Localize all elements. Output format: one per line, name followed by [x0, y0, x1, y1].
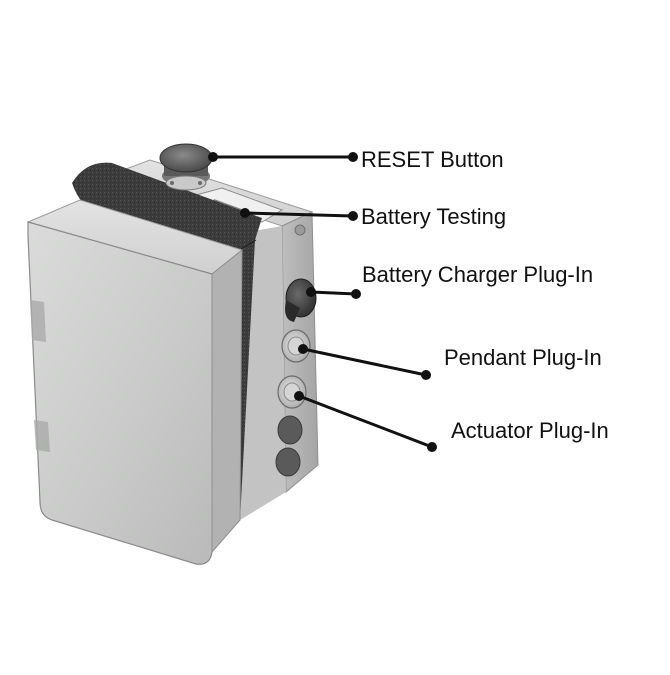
leader-line-battery-testing — [244, 211, 354, 218]
callout-label-pendant: Pendant Plug-In — [444, 345, 602, 370]
leader-dot-pendant-start — [298, 344, 308, 354]
leader-dot-battery-testing-start — [240, 208, 250, 218]
leader-dot-charger-end — [351, 289, 361, 299]
leader-dot-pendant-end — [421, 370, 431, 380]
reset-button-graphic — [159, 143, 213, 191]
screw-graphic — [294, 224, 306, 236]
leader-line-actuator — [298, 394, 433, 449]
front-housing — [26, 199, 244, 565]
leader-lines — [208, 152, 437, 452]
callout-label-reset: RESET Button — [361, 147, 504, 172]
leader-line-charger — [310, 290, 357, 296]
leader-line-pendant — [302, 347, 427, 377]
leader-dot-reset-start — [208, 152, 218, 162]
callout-label-battery-testing: Battery Testing — [361, 204, 507, 229]
leader-dot-charger-start — [306, 287, 316, 297]
leader-dot-battery-testing-end — [348, 211, 358, 221]
leader-dot-actuator-start — [294, 391, 304, 401]
leader-dot-reset-end — [348, 152, 358, 162]
leader-dot-actuator-end — [427, 442, 437, 452]
callout-label-battery-charger: Battery Charger Plug-In — [362, 262, 594, 287]
callout-label-actuator: Actuator Plug-In — [451, 418, 609, 443]
